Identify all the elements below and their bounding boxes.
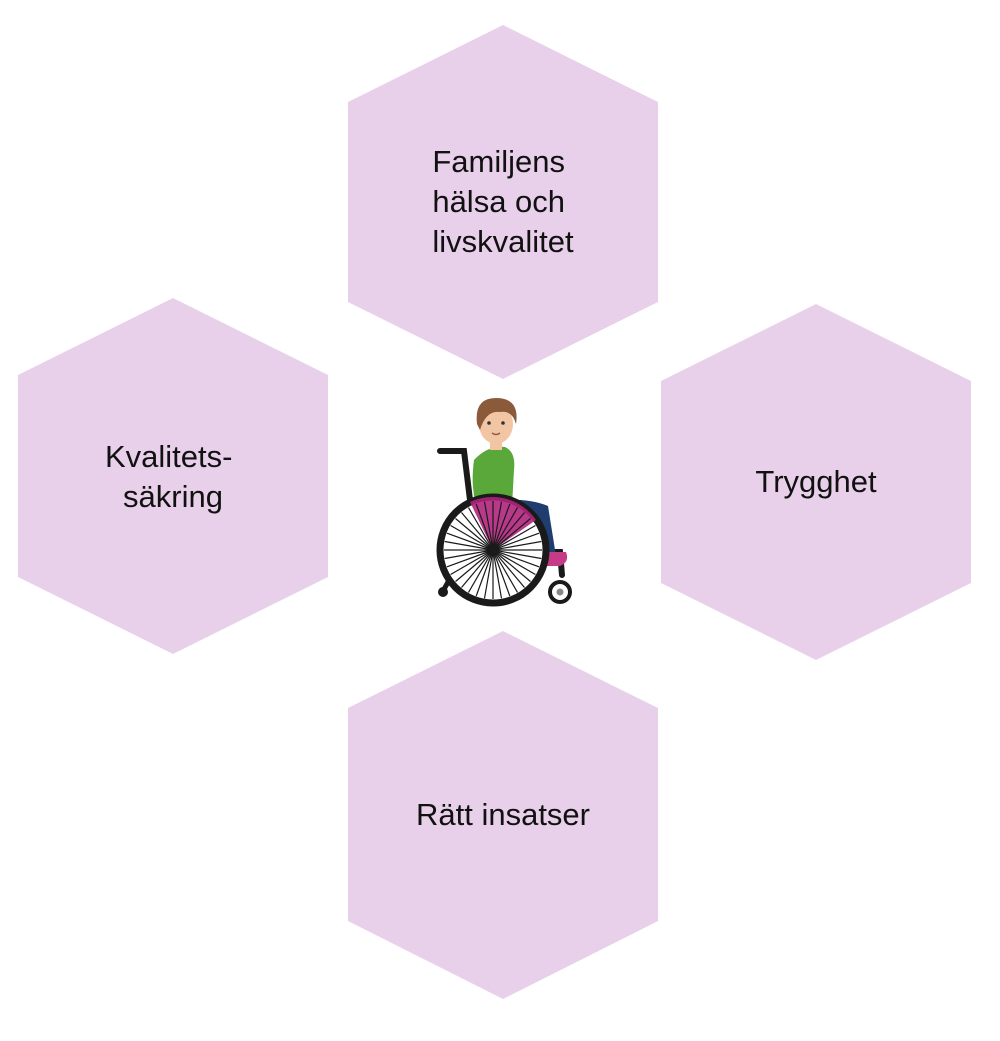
wheelchair-spoke [461,549,494,588]
hexagon-bottom-shape [348,631,658,999]
wheelchair-spoke [444,540,494,551]
wheelchair-spoke [492,507,519,551]
wheelchair-spoke [446,549,494,568]
hexagon-top-line-3: livskvalitet [432,224,574,259]
person-arm [472,466,492,502]
hexagon-right-shape [661,304,971,660]
wheelchair-spoke [492,549,540,568]
wheelchair-spoke [467,507,494,551]
wheelchair-spoke [467,549,494,593]
person-eye-left [487,421,491,425]
hexagon-top-line-1: Familjens [432,144,565,179]
wheelchair-spoke [461,512,494,551]
wheelchair-spoke [444,549,494,560]
person-mouth [491,432,501,436]
wheelchair-spoke [492,532,540,551]
wheelchair-spoke [492,549,542,560]
wheelchair-spoke [492,549,525,588]
hexagon-left: Kvalitets- säkring [18,298,328,654]
wheelchair-spoke [492,549,503,599]
wheelchair-spoke [483,549,494,599]
wheelchair-spoke [483,501,494,551]
wheelchair-spoke [492,501,503,551]
wheelchair-front-caster [548,580,572,604]
hexagon-bottom-label: Rätt insatser [416,797,590,832]
hexagon-left-shape [18,298,328,654]
wheelchair-spokes [444,501,542,599]
hexagon-right: Trygghet [661,304,971,660]
wheelchair-spoke [492,524,536,551]
wheelchair-spoke [455,549,494,582]
hexagon-left-line-1: Kvalitets- [105,439,232,474]
hexagon-top: Familjens hälsa och livskvalitet [348,25,658,379]
wheelchair-spoke [492,512,525,551]
person-eye-right [501,421,505,425]
hexagon-bottom-line-1: Rätt insatser [416,797,590,832]
wheelchair-spoke [492,503,511,551]
hexagon-top-shape [348,25,658,379]
wheelchair-spoke [492,549,531,582]
wheelchair-tip-wheel [438,587,448,597]
hexagon-left-label: Kvalitets- säkring [105,439,241,514]
wheelchair-spoke [475,549,494,597]
person-hair [476,398,517,430]
wheelchair-spoke [492,518,531,551]
hexagon-right-line-1: Trygghet [755,464,877,499]
wheelchair-spoke [450,549,494,576]
wheelchair-user-icon [436,398,572,607]
wheelchair-spoke [492,549,536,576]
hexagon-right-label: Trygghet [755,464,877,499]
hexagon-left-line-2: säkring [123,479,223,514]
wheelchair-spoke [475,503,494,551]
hexagon-top-label: Familjens hälsa och livskvalitet [432,144,574,259]
wheelchair-spoke [450,524,494,551]
wheelchair-spoke [446,532,494,551]
wheelchair-spoke [455,518,494,551]
wheelchair-spoke [492,540,542,551]
hexagon-bottom: Rätt insatser [348,631,658,999]
hexagon-top-line-2: hälsa och [432,184,565,219]
wheelchair-rear-wheel [436,493,550,607]
wheelchair-spoke [492,549,519,593]
wheelchair-spoke [492,549,511,597]
